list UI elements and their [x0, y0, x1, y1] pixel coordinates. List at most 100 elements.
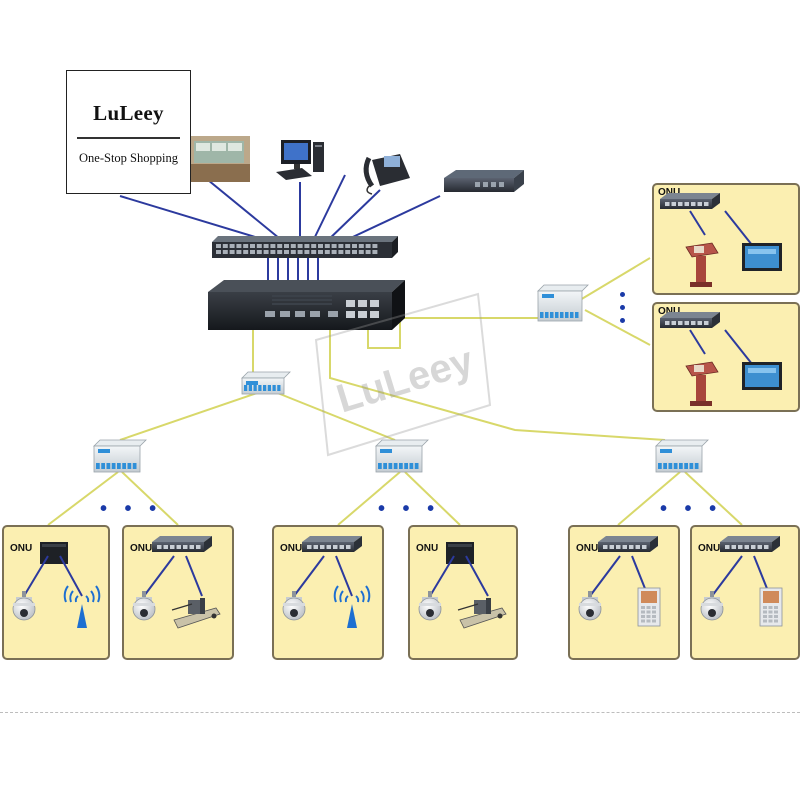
- switch-port: [256, 250, 262, 254]
- bottom-dashed-divider: [0, 712, 800, 713]
- switch-port: [256, 244, 262, 248]
- switch-port: [277, 244, 283, 248]
- splitter-primary-icon: [241, 371, 291, 395]
- splitter-port: [393, 463, 398, 469]
- splitter-port: [679, 463, 683, 469]
- switch-port: [324, 244, 330, 248]
- ellipsis-right: • • •: [660, 498, 723, 520]
- router-icon: [444, 170, 524, 192]
- switch-port: [331, 244, 337, 248]
- splitter-port: [101, 463, 105, 469]
- splitter-group: [93, 284, 709, 473]
- switch-port: [263, 244, 269, 248]
- switch-port: [243, 250, 249, 254]
- video-wall-icon: [188, 136, 250, 182]
- switch-port: [290, 244, 296, 248]
- splitter-port: [560, 312, 564, 318]
- splitter-port: [248, 385, 252, 391]
- onu-label: ONU: [280, 543, 303, 554]
- splitter-port: [122, 463, 126, 469]
- splitter-port: [272, 385, 276, 391]
- splitter-port: [409, 463, 414, 469]
- splitter-port: [383, 463, 387, 469]
- splitter-port: [668, 463, 673, 469]
- switch-port: [318, 250, 323, 254]
- switch-port: [284, 244, 289, 248]
- ellipsis-vertical: [620, 292, 626, 331]
- ethernet-links-top: [119, 174, 441, 285]
- switch-port: [297, 250, 303, 254]
- switch-port: [290, 250, 296, 254]
- onu-label: ONU: [576, 543, 599, 554]
- switch-port-row: [216, 244, 378, 254]
- splitter-port: [565, 312, 569, 318]
- splitter-port: [540, 312, 544, 318]
- splitter-port: [253, 385, 257, 391]
- splitter-port: [555, 312, 559, 318]
- switch-port: [222, 244, 228, 248]
- splitter-left-icon: [93, 439, 147, 473]
- splitter-port: [263, 385, 267, 391]
- switch-port: [345, 250, 351, 254]
- splitter-port: [694, 463, 699, 469]
- switch-port: [365, 244, 371, 248]
- switch-port: [229, 244, 235, 248]
- switch-port: [243, 244, 249, 248]
- switch-port: [229, 250, 235, 254]
- splitter-port: [111, 463, 116, 469]
- splitter-port: [267, 385, 271, 391]
- splitter-port: [545, 312, 549, 318]
- onu-panel-4: ONU: [408, 525, 518, 660]
- splitter-port: [277, 385, 281, 391]
- ip-phone-icon: [363, 154, 410, 195]
- switch-port: [270, 244, 276, 248]
- splitter-port: [244, 385, 248, 391]
- switch-port: [277, 250, 283, 254]
- olt-icon: [208, 280, 405, 330]
- switch-port: [250, 250, 255, 254]
- switch-port: [372, 250, 378, 254]
- onu-panel-right-1: ONU: [652, 183, 800, 295]
- switch-port: [352, 250, 357, 254]
- onu-panel-right-2: ONU: [652, 302, 800, 412]
- switch-port: [297, 244, 303, 248]
- splitter-port: [414, 463, 419, 469]
- onu-panel-3: ONU: [272, 525, 384, 660]
- splitter-port: [399, 463, 403, 469]
- onu-label: ONU: [416, 543, 439, 554]
- brand-name: LuLeey: [93, 101, 164, 125]
- brand-logo: LuLeey One-Stop Shopping: [66, 70, 191, 194]
- switch-port: [372, 244, 378, 248]
- splitter-port: [117, 463, 121, 469]
- switch-port: [236, 250, 242, 254]
- onu-panel-5: ONU: [568, 525, 680, 660]
- splitter-port: [378, 463, 382, 469]
- onu-panel-1: ONU: [2, 525, 110, 660]
- switch-port: [270, 250, 276, 254]
- switch-port: [311, 250, 317, 254]
- switch-port: [284, 250, 289, 254]
- splitter-port: [658, 463, 662, 469]
- switch-port: [358, 244, 364, 248]
- splitter-port: [106, 463, 111, 469]
- onu-panel-2: ONU: [122, 525, 234, 660]
- splitter-port: [258, 385, 262, 391]
- switch-port: [318, 244, 323, 248]
- splitter-port: [575, 312, 579, 318]
- splitter-port: [673, 463, 678, 469]
- splitter-port: [689, 463, 694, 469]
- ethernet-switch-icon: [212, 236, 398, 258]
- splitter-port: [550, 312, 554, 318]
- splitter-port: [96, 463, 100, 469]
- onu-label: ONU: [130, 543, 153, 554]
- splitter-port: [684, 463, 688, 469]
- brand-tagline: One-Stop Shopping: [79, 151, 178, 165]
- splitter-port: [404, 463, 408, 469]
- ellipsis-middle: • • •: [378, 498, 441, 520]
- splitter-port: [663, 463, 667, 469]
- switch-port: [263, 250, 269, 254]
- switch-port: [304, 244, 310, 248]
- switch-port: [358, 250, 364, 254]
- fiber-links: [47, 257, 743, 526]
- switch-port: [250, 244, 255, 248]
